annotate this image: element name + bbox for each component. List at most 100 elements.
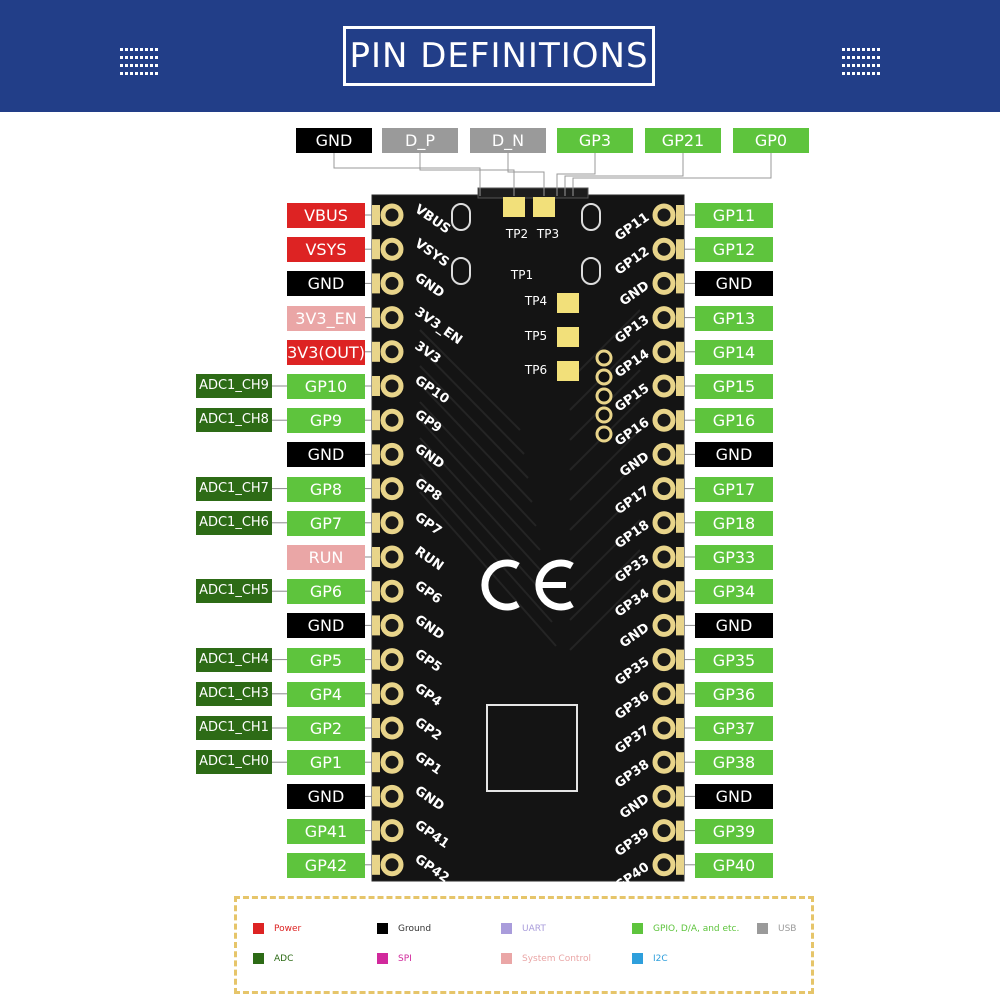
- pin-hole: [380, 648, 404, 672]
- pcb-board: [371, 194, 685, 882]
- dot: [872, 72, 875, 75]
- castellated-pad: [372, 410, 380, 431]
- dot: [120, 72, 123, 75]
- title-box: PIN DEFINITIONS: [343, 26, 655, 86]
- adc-label-adc1-ch5: ADC1_CH5: [196, 579, 272, 604]
- castellated-pad: [372, 752, 380, 773]
- dot: [862, 56, 865, 59]
- castellated-pad: [676, 649, 684, 670]
- pin-hole: [380, 374, 404, 398]
- test-pad: [533, 197, 555, 217]
- dot: [125, 48, 128, 51]
- dot: [120, 64, 123, 67]
- pcb-trace: [419, 365, 529, 479]
- silk-label: GP37: [612, 723, 652, 757]
- pin-label-run: RUN: [287, 545, 365, 570]
- dot: [877, 72, 880, 75]
- pin-hole: [652, 442, 676, 466]
- pin-hole: [652, 784, 676, 808]
- castellated-pad: [676, 307, 684, 328]
- silk-oval: [581, 203, 601, 231]
- pin-hole: [380, 408, 404, 432]
- pin-label-gp2: GP2: [287, 716, 365, 741]
- legend-item-system-control: System Control: [501, 953, 591, 964]
- castellated-pad: [676, 820, 684, 841]
- silk-label: GP33: [612, 552, 652, 586]
- castellated-pad: [676, 718, 684, 738]
- dot: [130, 64, 133, 67]
- dot: [150, 56, 153, 59]
- castellated-pad: [372, 239, 380, 260]
- silk-label: 3V3: [412, 339, 444, 367]
- silk-label: GND: [412, 612, 447, 643]
- castellated-pad: [372, 786, 380, 807]
- header-banner: PIN DEFINITIONS: [0, 0, 1000, 112]
- dot: [852, 72, 855, 75]
- pin-label-gp16: GP16: [695, 408, 773, 434]
- castellated-pad: [372, 547, 380, 567]
- pin-hole: [652, 306, 676, 330]
- test-point-label: TP6: [524, 363, 547, 377]
- silk-label: GP13: [612, 313, 652, 347]
- pcb-trace: [419, 491, 557, 647]
- adc-label-adc1-ch7: ADC1_CH7: [196, 476, 272, 501]
- silk-label: GP14: [612, 347, 652, 381]
- dot: [857, 64, 860, 67]
- dot: [857, 56, 860, 59]
- castellated-pad: [676, 683, 684, 704]
- top-pin-leader: [333, 153, 481, 196]
- silk-label: GND: [617, 449, 652, 480]
- dot: [145, 64, 148, 67]
- castellated-pad: [676, 854, 684, 875]
- pin-label-gp4: GP4: [287, 681, 365, 707]
- dot: [852, 64, 855, 67]
- pin-hole: [380, 442, 404, 466]
- dot: [862, 72, 865, 75]
- top-pin-label-gnd: GND: [296, 128, 372, 153]
- dot: [867, 72, 870, 75]
- dot: [120, 48, 123, 51]
- header-hole: [595, 406, 613, 424]
- top-pin-leader: [419, 153, 515, 196]
- legend-item-uart: UART: [501, 923, 546, 934]
- dot: [145, 48, 148, 51]
- legend-label: ADC: [274, 953, 294, 964]
- pin-label-gnd: GND: [287, 613, 365, 639]
- pcb-trace: [419, 383, 533, 503]
- pin-hole: [652, 819, 676, 843]
- pin-hole: [380, 682, 404, 706]
- castellated-pad: [372, 649, 380, 670]
- dot: [867, 56, 870, 59]
- castellated-pad: [676, 478, 684, 499]
- pin-hole: [652, 374, 676, 398]
- header-hole: [595, 349, 613, 367]
- header-hole: [595, 387, 613, 405]
- legend-label: UART: [522, 923, 546, 934]
- legend-swatch: [632, 923, 643, 934]
- pin-hole: [380, 477, 404, 501]
- dot: [155, 48, 158, 51]
- top-pin-label-d-n: D_N: [470, 128, 546, 153]
- pin-label-3v3-en: 3V3_EN: [287, 305, 365, 331]
- pin-label-gnd: GND: [695, 784, 773, 810]
- silk-label: GP10: [412, 373, 452, 407]
- test-pad: [557, 327, 579, 347]
- castellated-pad: [372, 718, 380, 738]
- silk-label: GP5: [412, 647, 445, 676]
- dot: [135, 56, 138, 59]
- pin-label-gp18: GP18: [695, 510, 773, 536]
- pin-label-gp11: GP11: [695, 203, 773, 228]
- dot: [842, 56, 845, 59]
- pcb-trace: [419, 419, 541, 551]
- legend-item-gpio-d-a-and-etc: GPIO, D/A, and etc.: [632, 923, 739, 934]
- silk-label: GP6: [412, 578, 445, 607]
- silk-label: GP36: [612, 689, 652, 723]
- pin-hole: [380, 237, 404, 261]
- pin-hole: [652, 579, 676, 603]
- pcb-trace: [419, 401, 537, 527]
- pin-hole: [380, 750, 404, 774]
- castellated-pad: [676, 376, 684, 396]
- pin-hole: [652, 237, 676, 261]
- castellated-pad: [676, 205, 684, 225]
